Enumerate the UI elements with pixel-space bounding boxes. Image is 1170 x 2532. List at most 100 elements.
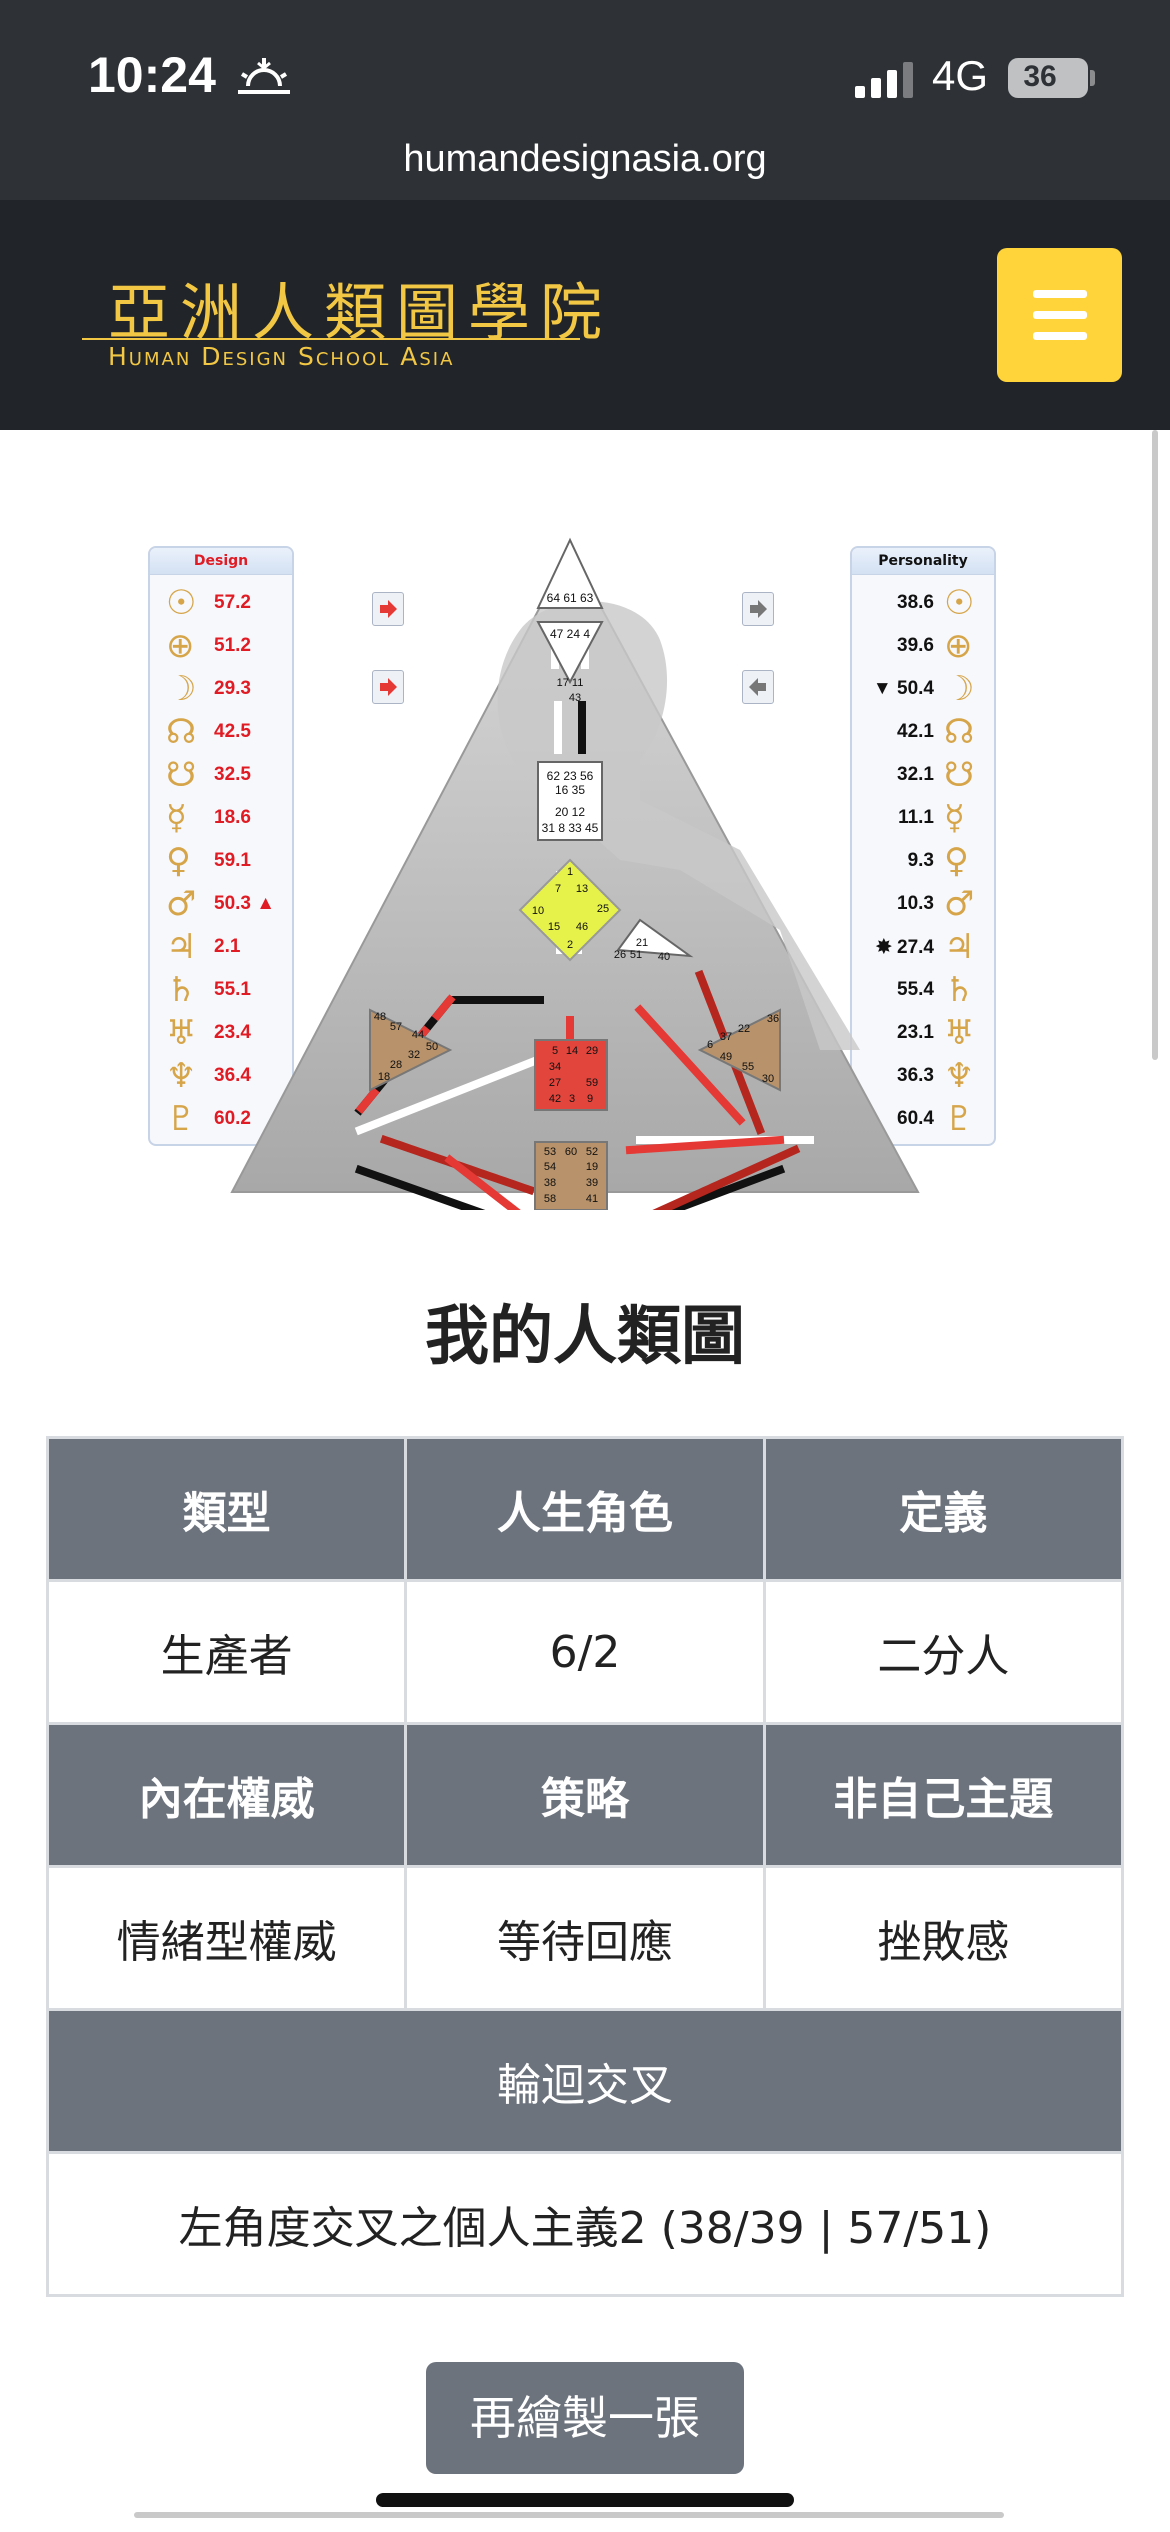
planet-symbol-icon: ☋	[944, 755, 975, 795]
clock-time: 10:24	[88, 47, 216, 103]
gate-label: 5	[552, 1045, 558, 1057]
gate-label: 10	[532, 905, 544, 917]
design-planet-row: ☉57.2	[150, 582, 292, 624]
gate-label: 13	[576, 883, 588, 895]
home-indicator[interactable]	[376, 2493, 794, 2507]
bodygraph-chart: Design ☉57.2⊕51.2☽29.3☊42.5☋32.5☿18.6♀59…	[0, 430, 1170, 1240]
design-planets-panel: Design ☉57.2⊕51.2☽29.3☊42.5☋32.5☿18.6♀59…	[148, 546, 294, 1146]
gate-label: 44	[412, 1029, 424, 1041]
head-center	[536, 537, 604, 609]
battery-tip	[1090, 70, 1095, 86]
personality-planet-row: ☿11.1	[852, 797, 994, 839]
personality-gate-value: 32.1	[897, 764, 934, 785]
personality-gate-value: 36.3	[897, 1065, 934, 1086]
personality-planet-row: ♄55.4	[852, 969, 994, 1011]
design-planet-row: ♅ 23.4	[150, 1012, 292, 1054]
gate-label: 25	[597, 903, 609, 915]
ajna-center	[536, 621, 604, 685]
gate-label: 2	[567, 939, 573, 951]
planet-symbol-icon: ⊕	[944, 626, 973, 666]
personality-planet-row: ☊ 42.1	[852, 711, 994, 753]
design-gate-value: 55.1	[214, 979, 251, 1000]
planet-symbol-icon: ♄	[166, 970, 197, 1010]
design-gate-value: 57.2	[214, 592, 251, 613]
value-authority: 情緒型權威	[45, 1865, 408, 2011]
arrow-right-icon	[380, 600, 397, 618]
gate-label: 34	[549, 1061, 561, 1073]
throat-gates-top: 17 11	[557, 677, 584, 689]
value-strategy: 等待回應	[404, 1865, 766, 2011]
personality-gate-value: 23.1	[897, 1022, 934, 1043]
personality-gate-value: 42.1	[897, 721, 934, 742]
bodygraph-diagram: 64 61 63 47 24 4 17 11 43 62 23 56 16 35…	[230, 537, 920, 1210]
design-planet-row: ♂50.3 ▲	[150, 883, 292, 925]
site-logo-english[interactable]: Human Design School Asia	[108, 342, 455, 371]
table-row: 情緒型權威 等待回應 挫敗感	[45, 1865, 1125, 2011]
horizontal-scrollbar[interactable]	[134, 2512, 1004, 2518]
design-planet-row: ☽29.3	[150, 668, 292, 710]
profile-table: 類型 人生角色 定義 生產者 6/2 二分人 內在權威 策略 非自己主題 情緒型…	[45, 1436, 1125, 2297]
site-header	[0, 200, 1170, 430]
personality-gate-value: 38.6	[897, 592, 934, 613]
menu-icon-bar	[1033, 311, 1087, 319]
design-gate-value: 18.6	[214, 807, 251, 828]
design-planet-row: ♃ 2.1	[150, 926, 292, 968]
design-panel-title: Design	[150, 548, 292, 575]
design-gate-value: 42.5	[214, 721, 251, 742]
site-logo-chinese[interactable]: 亞洲人類圖學院	[108, 276, 613, 349]
gate-label: 28	[390, 1059, 402, 1071]
gate-label: 26	[614, 949, 626, 961]
gate-label: 1	[567, 866, 573, 878]
planet-symbol-icon: ♄	[944, 970, 975, 1010]
throat-gates-row3: 20 12	[555, 805, 585, 819]
address-bar-url[interactable]: humandesignasia.org	[403, 138, 767, 180]
gate-label: 7	[555, 883, 561, 895]
planet-symbol-icon: ♀	[166, 841, 191, 881]
planet-symbol-icon: ♆	[944, 1056, 975, 1096]
planet-symbol-icon: ☿	[166, 798, 187, 838]
cellular-signal-icon	[855, 62, 913, 98]
vertical-scrollbar[interactable]	[1152, 430, 1158, 1060]
personality-planet-row: ♀9.3	[852, 840, 994, 882]
personality-planet-row: ⊕39.6	[852, 625, 994, 667]
design-planet-row: ♀59.1	[150, 840, 292, 882]
table-header-row: 輪迴交叉	[46, 2008, 1124, 2154]
gate-label: 39	[586, 1177, 598, 1189]
personality-arrow-right-button[interactable]	[742, 592, 774, 626]
planet-symbol-icon: ♅	[166, 1013, 197, 1053]
personality-gate-value: ✸ 27.4	[875, 937, 934, 958]
personality-arrow-left-button[interactable]	[742, 670, 774, 704]
planet-symbol-icon: ☽	[166, 669, 197, 709]
root-center	[534, 1141, 608, 1210]
gate-label: 51	[630, 949, 642, 961]
throat-center	[537, 761, 603, 841]
planet-symbol-icon: ♃	[166, 927, 197, 967]
planet-symbol-icon: ☊	[166, 712, 197, 752]
design-gate-value: 23.4	[214, 1022, 251, 1043]
planet-symbol-icon: ☊	[944, 712, 975, 752]
design-arrow-right-button-2[interactable]	[372, 670, 404, 704]
design-gate-value: 2.1	[214, 936, 241, 957]
table-header-row: 類型 人生角色 定義	[45, 1436, 1125, 1582]
personality-planet-row: ♂10.3	[852, 883, 994, 925]
redraw-chart-button[interactable]: 再繪製一張	[426, 2362, 744, 2474]
design-arrow-right-button-1[interactable]	[372, 592, 404, 626]
header-profile: 人生角色	[404, 1436, 766, 1582]
header-definition: 定義	[762, 1436, 1125, 1582]
throat-gates-row4: 31 8 33 45	[542, 821, 599, 835]
sunset-icon	[238, 58, 290, 94]
planet-symbol-icon: ♇	[166, 1099, 197, 1139]
value-type: 生產者	[45, 1579, 408, 1725]
gate-label: 30	[762, 1073, 774, 1085]
gate-label: 40	[658, 951, 670, 963]
g-center	[518, 858, 622, 962]
hamburger-menu-button[interactable]	[997, 248, 1122, 382]
personality-planet-row: ♆ 36.3	[852, 1055, 994, 1097]
header-incarnation-cross: 輪迴交叉	[46, 2008, 1124, 2154]
planet-symbol-icon: ☋	[166, 755, 197, 795]
header-strategy: 策略	[404, 1722, 766, 1868]
